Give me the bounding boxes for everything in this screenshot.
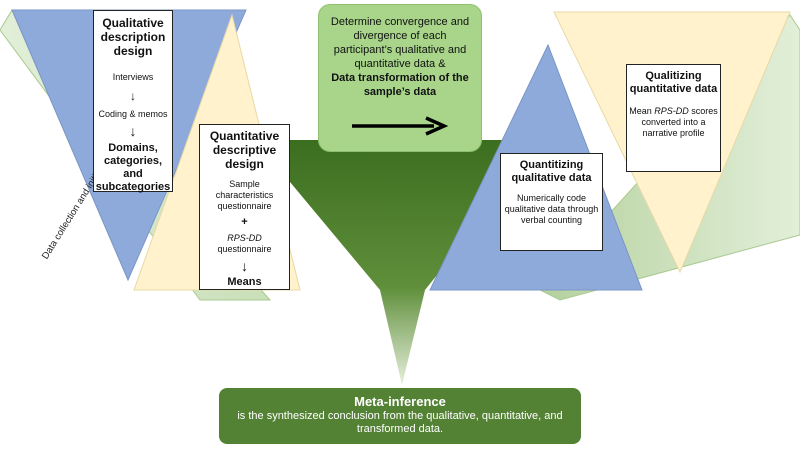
qualitative-description-title: Qualitative description design — [100, 16, 166, 58]
qualitative-result: Domains, categories, and subcategories — [95, 142, 171, 193]
qualitizing-body: Mean RPS-DD scores converted into a narr… — [627, 106, 720, 139]
step-coding-memos: Coding & memos — [98, 109, 168, 119]
rps-dd-rest: questionnaire — [217, 244, 272, 254]
qualitizing-title: Qualitizing quantitative data — [629, 70, 718, 95]
quantitative-result: Means — [227, 276, 262, 288]
qualitative-description-box: Qualitative description design Interview… — [93, 10, 173, 193]
meta-inference-title: Meta-inference — [354, 394, 446, 409]
rps-dd-abbrev: RPS-DD — [227, 233, 262, 243]
convergence-text: Determine convergence and divergence of … — [330, 16, 470, 70]
convergence-box: Determine convergence and divergence of … — [318, 4, 482, 152]
sample-characteristics-item: Sample characteristics questionnaire — [215, 179, 274, 211]
qualitizing-body-rest: scores converted into a narrative profil… — [641, 106, 718, 138]
data-transformation-text: Data transformation of the sample’s data — [331, 72, 469, 98]
bold-down-arrow-icon: ↓ — [241, 258, 248, 274]
quantitative-descriptive-title: Quantitative descriptive design — [209, 129, 280, 171]
quantitizing-body: Numerically code qualitative data throug… — [504, 193, 599, 225]
rps-dd-item: RPS-DD questionnaire — [200, 233, 289, 255]
meta-inference-box: Meta-inference is the synthesized conclu… — [219, 388, 581, 444]
plus-sign: + — [241, 216, 248, 228]
qualitizing-box: Qualitizing quantitative data Mean RPS-D… — [626, 64, 721, 172]
long-right-arrow-icon — [352, 116, 449, 136]
quantitative-descriptive-box: Quantitative descriptive design Sample c… — [199, 124, 290, 290]
quantitizing-box: Quantitizing qualitative data Numericall… — [500, 153, 603, 251]
meta-inference-text: is the synthesized conclusion from the q… — [237, 410, 563, 435]
rps-dd-abbrev: RPS-DD — [654, 106, 689, 116]
step-interviews: Interviews — [112, 72, 154, 82]
down-arrow-icon: ↓ — [130, 89, 136, 103]
qualitizing-body-prefix: Mean — [629, 106, 655, 116]
quantitizing-title: Quantitizing qualitative data — [511, 159, 592, 184]
bold-down-arrow-icon: ↓ — [129, 123, 137, 139]
